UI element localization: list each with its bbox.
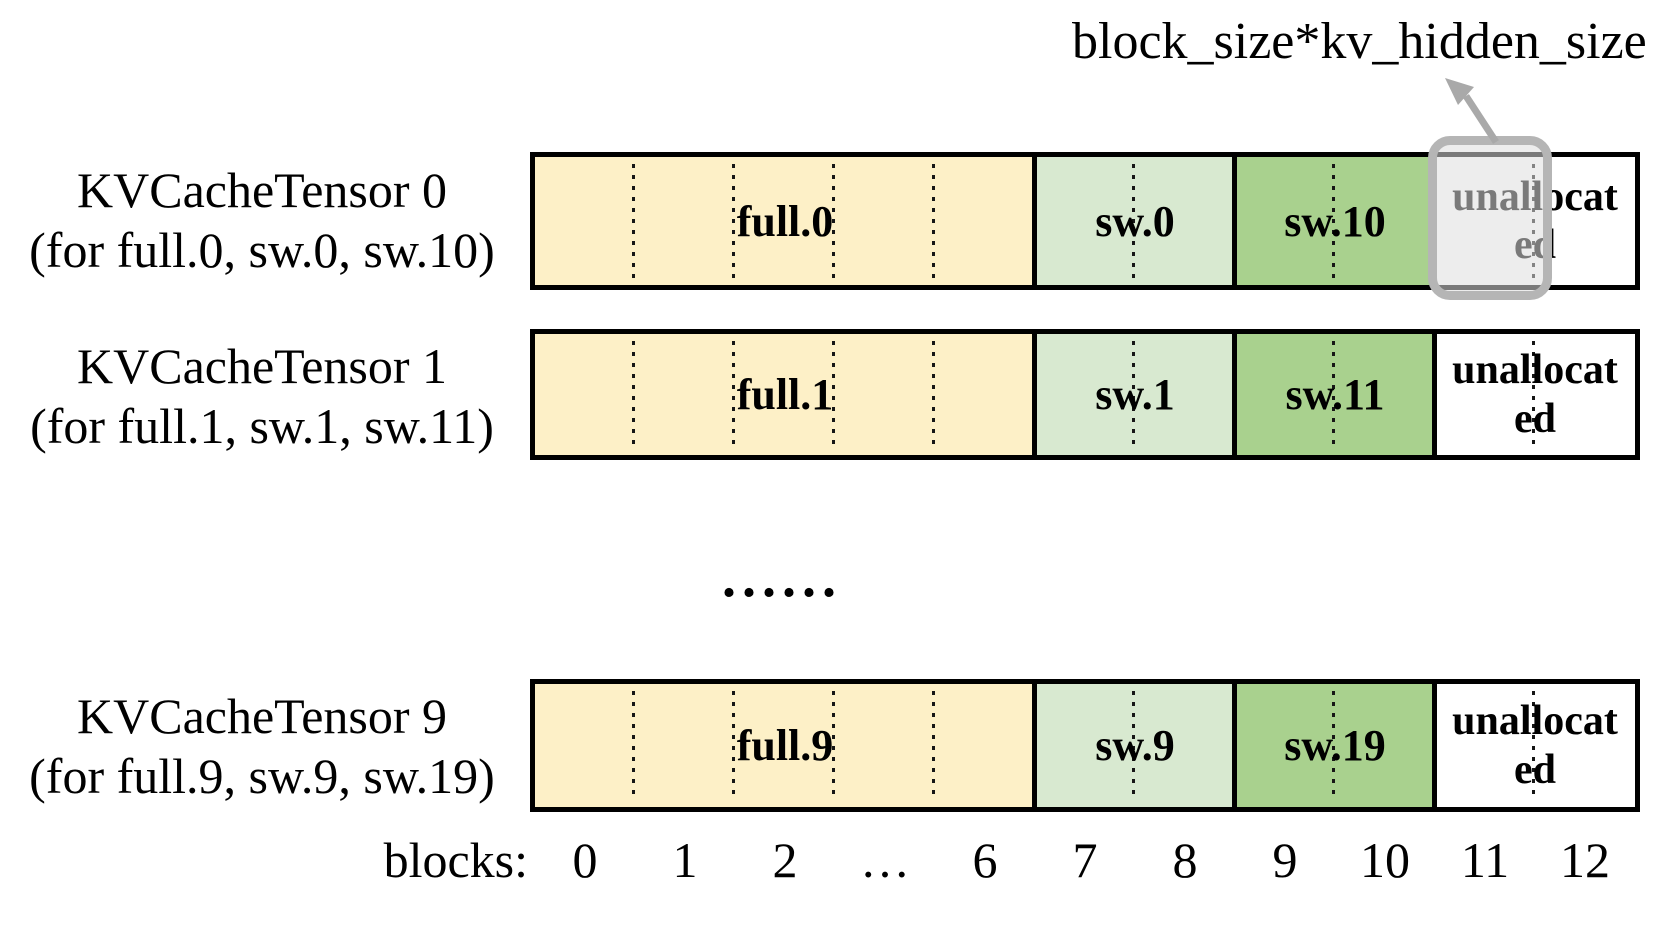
segment-divider xyxy=(1432,684,1437,807)
axis-tick: 9 xyxy=(1272,832,1298,888)
blocks-axis-ticks: 0 1 2 … 6 7 8 9 10 11 12 xyxy=(535,832,1635,888)
tensor-0-full-segment: full.0 xyxy=(535,157,1035,285)
sw-segment-label: sw.0 xyxy=(1095,196,1175,246)
axis-tick: 1 xyxy=(672,832,698,888)
block-divider-dotted-line xyxy=(732,341,735,448)
segment-divider xyxy=(1232,334,1237,455)
axis-tick: 12 xyxy=(1560,832,1610,888)
tensor-1-sw2-segment: sw.11 xyxy=(1235,334,1435,455)
axis-tick: … xyxy=(860,832,910,888)
row-label-tensor-9: KVCacheTensor 9 (for full.9, sw.9, sw.19… xyxy=(12,686,512,806)
segment-divider xyxy=(1032,684,1037,807)
tensor-9-title: KVCacheTensor 9 xyxy=(77,688,447,744)
tensor-9-bar: full.9 sw.9 sw.19 unallocated xyxy=(530,679,1640,812)
sw2-segment-label: sw.10 xyxy=(1284,196,1386,246)
sw2-segment-label: sw.19 xyxy=(1284,721,1386,770)
sw-segment-label: sw.1 xyxy=(1095,370,1175,419)
tensor-1-full-segment: full.1 xyxy=(535,334,1035,455)
block-divider-dotted-line xyxy=(832,691,835,800)
segment-divider xyxy=(1032,334,1037,455)
tensor-0-sw-segment: sw.0 xyxy=(1035,157,1235,285)
rows-continuation-ellipsis: ...... xyxy=(722,547,842,609)
block-divider-dotted-line xyxy=(1532,341,1535,448)
block-divider-dotted-line xyxy=(932,341,935,448)
tensor-1-title: KVCacheTensor 1 xyxy=(77,338,447,394)
tensor-9-subtitle: (for full.9, sw.9, sw.19) xyxy=(29,748,495,804)
block-size-highlight-ring xyxy=(1428,136,1552,300)
axis-tick: 7 xyxy=(1072,832,1098,888)
unallocated-label: unallocated xyxy=(1452,347,1618,442)
block-divider-dotted-line xyxy=(1132,164,1135,278)
block-divider-dotted-line xyxy=(1132,691,1135,800)
tensor-0-subtitle: (for full.0, sw.0, sw.10) xyxy=(29,222,495,278)
block-size-annotation: block_size*kv_hidden_size xyxy=(1072,13,1647,70)
segment-divider xyxy=(1232,157,1237,285)
full-segment-label: full.1 xyxy=(736,370,834,419)
axis-tick: 10 xyxy=(1360,832,1410,888)
block-divider-dotted-line xyxy=(832,164,835,278)
blocks-axis-label: blocks: xyxy=(383,832,528,888)
row-label-tensor-1: KVCacheTensor 1 (for full.1, sw.1, sw.11… xyxy=(12,336,512,456)
tensor-1-subtitle: (for full.1, sw.1, sw.11) xyxy=(30,398,494,454)
axis-tick: 0 xyxy=(572,832,598,888)
block-divider-dotted-line xyxy=(1332,691,1335,800)
block-divider-dotted-line xyxy=(932,164,935,278)
block-divider-dotted-line xyxy=(732,164,735,278)
tensor-9-full-segment: full.9 xyxy=(535,684,1035,807)
block-divider-dotted-line xyxy=(632,341,635,448)
annotation-arrow-icon xyxy=(1445,78,1499,144)
row-label-tensor-0: KVCacheTensor 0 (for full.0, sw.0, sw.10… xyxy=(12,160,512,280)
block-divider-dotted-line xyxy=(932,691,935,800)
tensor-9-unallocated-segment: unallocated xyxy=(1435,684,1635,807)
tensor-1-bar: full.1 sw.1 sw.11 unallocated xyxy=(530,329,1640,460)
axis-tick: 11 xyxy=(1460,832,1510,888)
tensor-1-sw-segment: sw.1 xyxy=(1035,334,1235,455)
block-divider-dotted-line xyxy=(632,164,635,278)
sw-segment-label: sw.9 xyxy=(1095,721,1175,770)
axis-tick: 6 xyxy=(972,832,998,888)
block-divider-dotted-line xyxy=(832,341,835,448)
block-divider-dotted-line xyxy=(1132,341,1135,448)
tensor-0-sw2-segment: sw.10 xyxy=(1235,157,1435,285)
tensor-1-unallocated-segment: unallocated xyxy=(1435,334,1635,455)
segment-divider xyxy=(1032,157,1037,285)
block-divider-dotted-line xyxy=(1332,164,1335,278)
segment-divider xyxy=(1232,684,1237,807)
block-divider-dotted-line xyxy=(732,691,735,800)
full-segment-label: full.9 xyxy=(736,721,834,770)
block-divider-dotted-line xyxy=(632,691,635,800)
segment-divider xyxy=(1432,334,1437,455)
block-divider-dotted-line xyxy=(1332,341,1335,448)
tensor-9-sw2-segment: sw.19 xyxy=(1235,684,1435,807)
axis-tick: 8 xyxy=(1172,832,1198,888)
axis-tick: 2 xyxy=(772,832,798,888)
unallocated-label: unallocated xyxy=(1452,698,1618,793)
full-segment-label: full.0 xyxy=(736,196,834,246)
tensor-0-title: KVCacheTensor 0 xyxy=(77,162,447,218)
sw2-segment-label: sw.11 xyxy=(1285,370,1385,419)
tensor-9-sw-segment: sw.9 xyxy=(1035,684,1235,807)
block-divider-dotted-line xyxy=(1532,691,1535,800)
